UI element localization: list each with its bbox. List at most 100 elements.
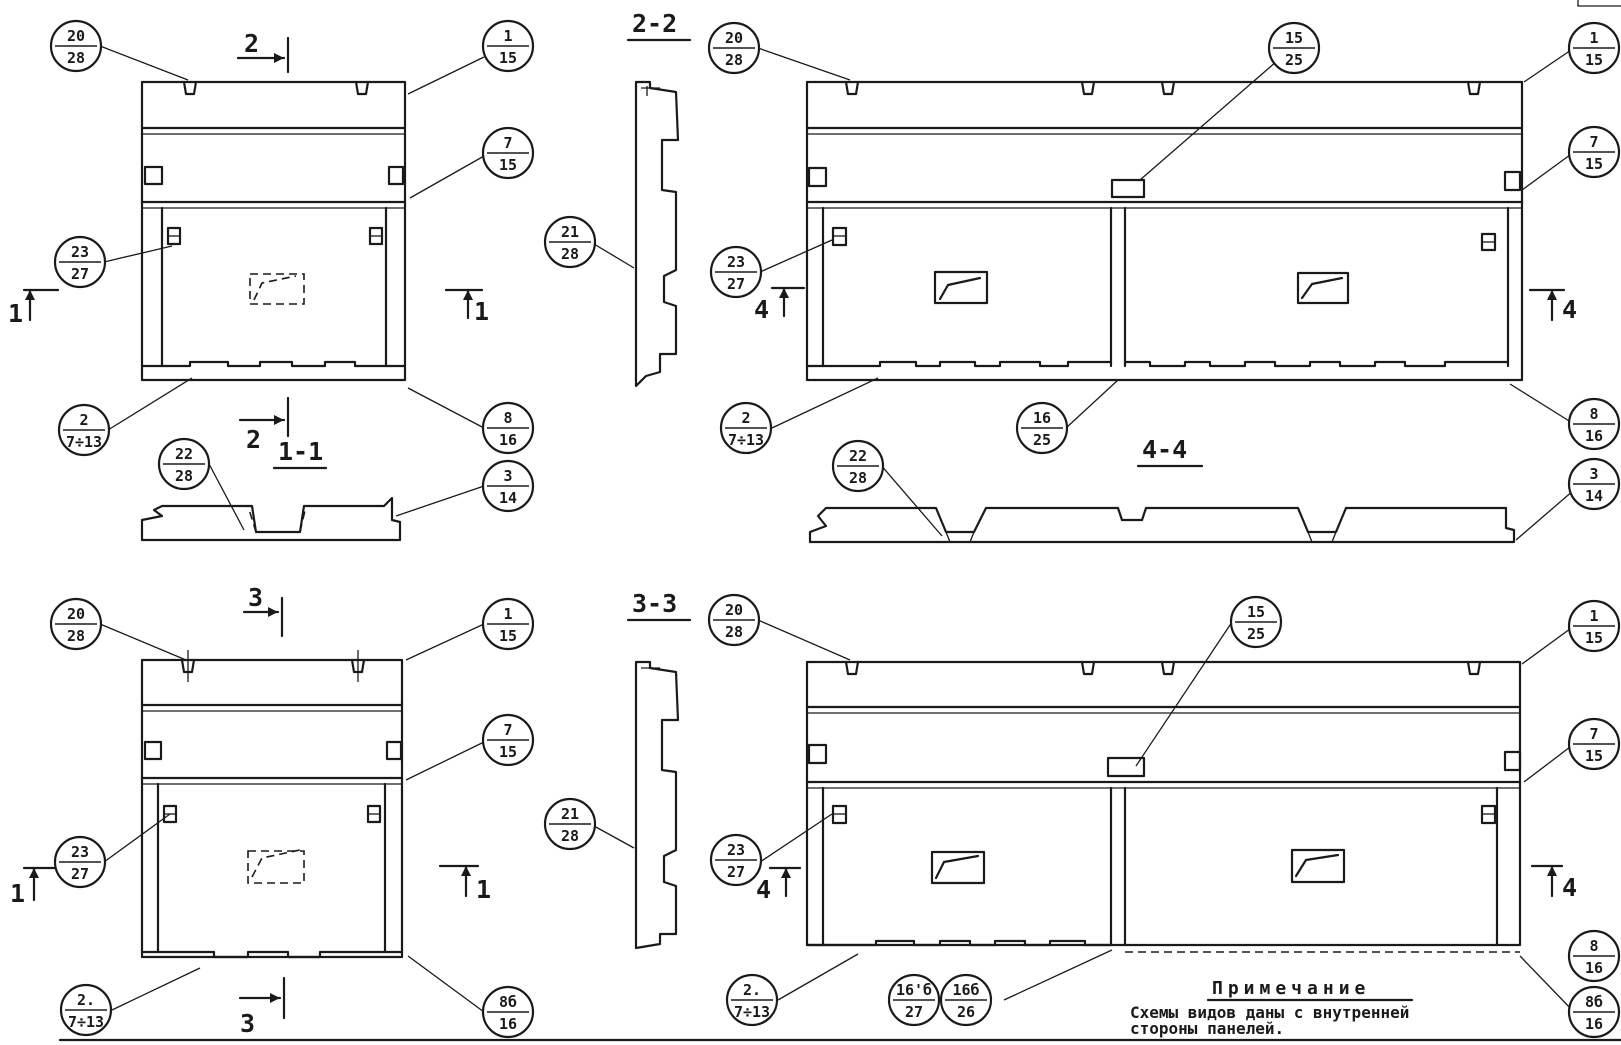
cut-label: 3: [248, 583, 263, 612]
svg-text:1: 1: [1589, 607, 1598, 625]
note-line-1: Схемы видов даны с внутренней: [1130, 1003, 1409, 1022]
svg-text:7÷13: 7÷13: [734, 1003, 770, 1021]
cut-label: 1: [8, 299, 23, 328]
svg-text:23: 23: [727, 253, 745, 271]
cut-marker-3-bottom: 3: [238, 976, 286, 1038]
svg-text:7: 7: [1589, 725, 1598, 743]
svg-text:1: 1: [503, 605, 512, 623]
svg-text:15: 15: [1247, 603, 1265, 621]
note-block: Примечание Схемы видов даны с внутренней…: [1130, 978, 1414, 1038]
cut-marker-1-right-top: 1: [444, 288, 489, 326]
svg-text:7÷13: 7÷13: [728, 431, 764, 449]
callout-bubble: 115: [481, 19, 535, 73]
callout-bubble: 16'б27: [887, 973, 941, 1027]
panel-view-top-left: [140, 80, 407, 382]
svg-text:15: 15: [1585, 629, 1603, 647]
svg-text:28: 28: [725, 51, 743, 69]
cut-label: 4: [756, 875, 771, 904]
panel-view-bottom-left: [140, 650, 404, 959]
svg-text:7: 7: [503, 721, 512, 739]
note-line-2: стороны панелей.: [1130, 1019, 1284, 1038]
svg-text:20: 20: [725, 601, 743, 619]
section-title-2-2: 2-2: [626, 9, 692, 42]
svg-text:23: 23: [727, 841, 745, 859]
svg-text:8: 8: [1589, 937, 1598, 955]
svg-text:27: 27: [727, 863, 745, 881]
section-title-4-4: 4-4: [1136, 435, 1204, 468]
svg-text:27: 27: [71, 865, 89, 883]
svg-text:27: 27: [905, 1003, 923, 1021]
cut-label: 4: [1562, 295, 1577, 324]
callout-bubble: 2.7÷13: [725, 973, 779, 1027]
section-profile-3-3: [634, 660, 680, 950]
svg-text:26: 26: [957, 1003, 975, 1021]
svg-text:20: 20: [67, 27, 85, 45]
callout-bubble: 314: [1567, 457, 1621, 511]
svg-text:7÷13: 7÷13: [68, 1013, 104, 1031]
cut-marker-4-right-top: 4: [1528, 288, 1577, 324]
svg-text:28: 28: [67, 627, 85, 645]
svg-text:2.: 2.: [77, 991, 95, 1009]
cut-label: 3: [240, 1009, 255, 1038]
svg-text:8б: 8б: [499, 993, 517, 1011]
cut-label: 2: [246, 425, 261, 454]
svg-text:3-3: 3-3: [632, 589, 677, 618]
svg-text:16: 16: [499, 431, 517, 449]
svg-text:15: 15: [499, 156, 517, 174]
cut-marker-4-left-bottom: 4: [756, 866, 802, 904]
svg-text:3: 3: [1589, 465, 1598, 483]
cut-marker-1-right-bottom: 1: [438, 864, 491, 904]
callout-bubble: 715: [1567, 717, 1621, 771]
svg-text:15: 15: [499, 49, 517, 67]
svg-text:28: 28: [725, 623, 743, 641]
callout-bubble: 715: [481, 126, 535, 180]
svg-text:21: 21: [561, 223, 579, 241]
cut-marker-3-top: 3: [242, 583, 284, 638]
svg-text:28: 28: [175, 467, 193, 485]
cut-marker-2-top: 2: [236, 29, 290, 74]
svg-text:14: 14: [499, 489, 517, 507]
callout-bubble: 715: [1567, 125, 1621, 179]
svg-text:7: 7: [1589, 133, 1598, 151]
svg-text:1: 1: [503, 27, 512, 45]
svg-text:15: 15: [1585, 155, 1603, 173]
svg-text:21: 21: [561, 805, 579, 823]
svg-text:16б: 16б: [952, 981, 979, 999]
note-title: Примечание: [1212, 978, 1370, 999]
cut-marker-4-left-top: 4: [754, 286, 806, 324]
cut-label: 4: [1562, 873, 1577, 902]
svg-text:15: 15: [1285, 29, 1303, 47]
svg-text:28: 28: [561, 827, 579, 845]
svg-text:2: 2: [79, 411, 88, 429]
callout-bubble: 115: [1567, 599, 1621, 653]
svg-text:16: 16: [1585, 959, 1603, 977]
section-profile-2-2: [634, 80, 680, 388]
svg-text:2: 2: [741, 409, 750, 427]
cut-marker-2-bottom: 2: [238, 396, 290, 454]
cut-label: 1: [10, 879, 25, 908]
svg-text:25: 25: [1247, 625, 1265, 643]
section-title-1-1: 1-1: [272, 437, 328, 470]
svg-text:23: 23: [71, 843, 89, 861]
cut-label: 1: [474, 297, 489, 326]
svg-text:16: 16: [1585, 427, 1603, 445]
callout-bubble: 816: [1567, 929, 1621, 983]
svg-text:16: 16: [499, 1015, 517, 1033]
svg-text:8б: 8б: [1585, 993, 1603, 1011]
panel-view-top-right: [805, 80, 1524, 382]
callout-bubble: 27÷13: [57, 403, 111, 457]
